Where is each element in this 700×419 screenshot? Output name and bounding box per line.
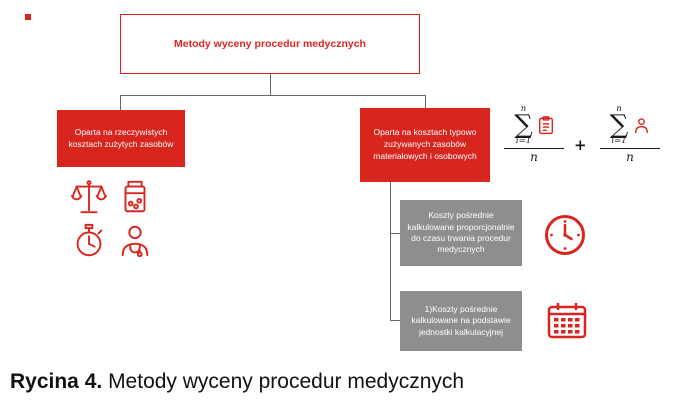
sum-denominator: n: [530, 150, 538, 165]
formula-numerator: n ∑ i=1: [514, 105, 554, 145]
formula-sum-materials: n ∑ i=1 n: [500, 105, 568, 164]
connector-line: [390, 320, 400, 321]
fraction-bar: [504, 148, 564, 150]
sigma-stack: n ∑ i=1: [514, 105, 533, 145]
box-actual-costs: Oparta na rzeczywistych kosztach zużytyc…: [57, 110, 185, 167]
sum-upper-limit: n: [616, 104, 622, 114]
fraction-bar: [600, 148, 660, 150]
box-typical-costs: Oparta na kosztach typowo zużywanych zas…: [360, 108, 490, 182]
figure-caption-text: Metody wyceny procedur medycznych: [108, 370, 465, 393]
pills-icon: [116, 178, 154, 216]
plus-operator: +: [574, 136, 587, 154]
connector-line: [390, 182, 391, 321]
figure-caption-label: Rycina 4.: [10, 370, 103, 393]
connector-line: [270, 74, 271, 96]
sum-lower-limit: i=1: [611, 135, 627, 146]
connector-line: [390, 233, 400, 234]
figure-caption: Rycina 4. Metody wyceny procedur medyczn…: [10, 370, 464, 394]
personnel-icon: [633, 117, 650, 134]
sigma-stack: n ∑ i=1: [610, 105, 629, 145]
formula-sum-personnel: n ∑ i=1 n: [596, 105, 664, 164]
sum-upper-limit: n: [520, 104, 527, 114]
sum-denominator: n: [626, 150, 634, 165]
sigma-symbol: ∑: [514, 109, 533, 140]
connector-line: [120, 95, 426, 96]
red-bullet-mark: [25, 14, 31, 20]
stopwatch-icon: [70, 222, 108, 260]
materials-list-icon: [538, 115, 554, 135]
connector-line: [425, 95, 426, 108]
doctor-icon: [116, 222, 154, 260]
scales-icon: [70, 178, 108, 216]
calendar-icon: [545, 300, 589, 342]
connector-line: [120, 95, 121, 110]
box-indirect-costs-time: Koszty pośrednie kalkulowane proporcjona…: [400, 200, 522, 266]
clock-icon: [543, 213, 587, 257]
box-indirect-costs-unit: 1)Koszty pośrednie kalkulowane na podsta…: [400, 291, 522, 351]
formula-numerator: n ∑ i=1: [610, 105, 651, 145]
sum-lower-limit: i=1: [515, 135, 532, 146]
box-methods-root: Metody wyceny procedur medycznych: [120, 14, 420, 74]
sigma-symbol: ∑: [609, 109, 629, 140]
